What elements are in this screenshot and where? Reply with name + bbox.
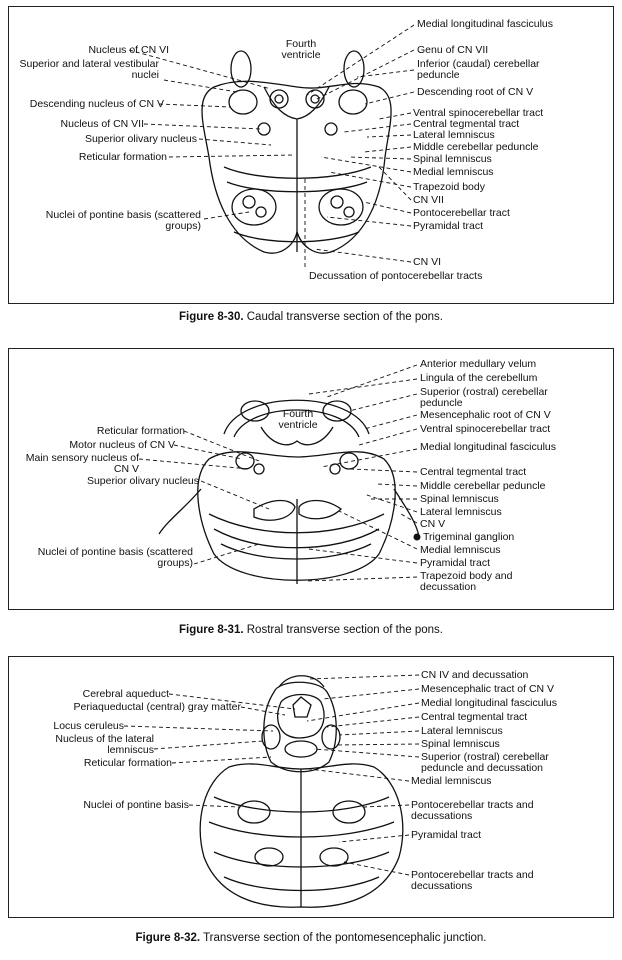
label-cn-v: CN V	[420, 518, 446, 530]
label-reticular-formation: Reticular formation	[78, 151, 167, 163]
figure-8-30-panel: Nucleus of CN VI Superior and lateral ve…	[8, 6, 614, 304]
label-locus-ceruleus: Locus ceruleus	[53, 720, 124, 732]
label-ventral-spinocerebellar-tract: Ventral spinocerebellar tract	[420, 423, 551, 435]
label-superior-olivary-nucleus: Superior olivary nucleus	[86, 475, 199, 487]
label-lateral-lemniscus: Lateral lemniscus	[413, 129, 495, 141]
label-cn-vii: CN VII	[413, 194, 444, 206]
figure-8-32-panel: Cerebral aqueduct Periaqueductal (centra…	[8, 656, 614, 918]
label-vestibular-nuclei: Superior and lateral vestibular nuclei	[19, 58, 160, 81]
label-trigeminal-ganglion: Trigeminal ganglion	[423, 531, 515, 543]
pons-outline	[201, 80, 392, 254]
label-spinal-lemniscus: Spinal lemniscus	[420, 493, 499, 505]
label-medial-longitudinal-fasciculus: Medial longitudinal fasciculus	[421, 697, 557, 709]
caption-text: Rostral transverse section of the pons.	[246, 624, 443, 636]
label-superior-cerebellar-peduncle: Superior (rostral) cerebellar peduncle	[420, 386, 548, 409]
label-central-tegmental-tract: Central tegmental tract	[420, 466, 527, 478]
label-medial-lemniscus: Medial lemniscus	[411, 775, 492, 787]
label-medial-longitudinal-fasciculus: Medial longitudinal fasciculus	[417, 18, 553, 30]
figure-8-31-panel: Reticular formation Motor nucleus of CN …	[8, 348, 614, 610]
label-nuclei-pontine-basis: Nuclei of pontine basis (scattered group…	[45, 209, 201, 232]
label-pyramidal-tract: Pyramidal tract	[420, 557, 491, 569]
figure-8-30-drawing	[128, 24, 415, 267]
pons-outline	[197, 451, 396, 581]
label-cerebral-aqueduct: Cerebral aqueduct	[82, 688, 169, 700]
label-ventral-spinocerebellar-tract: Ventral spinocerebellar tract	[413, 107, 544, 119]
label-anterior-medullary-velum: Anterior medullary velum	[420, 358, 537, 370]
caption-figure-8-32: Figure 8-32. Transverse section of the p…	[0, 932, 622, 944]
label-spinal-lemniscus: Spinal lemniscus	[413, 153, 492, 165]
caption-text: Transverse section of the pontomesenceph…	[203, 932, 487, 944]
label-lateral-lemniscus: Lateral lemniscus	[421, 725, 503, 737]
label-nucleus-cn-vi: Nucleus of CN VI	[88, 44, 169, 56]
label-cn-vi: CN VI	[413, 256, 442, 268]
label-trapezoid-body: Trapezoid body and decussation	[420, 570, 513, 593]
caption-figure-8-31: Figure 8-31. Rostral transverse section …	[0, 624, 622, 636]
label-pontocerebellar-tracts-lower: Pontocerebellar tracts and decussations	[411, 869, 534, 892]
label-medial-longitudinal-fasciculus: Medial longitudinal fasciculus	[420, 441, 556, 453]
label-lateral-lemniscus: Lateral lemniscus	[420, 506, 502, 518]
label-descending-root-cn-v: Descending root of CN V	[417, 86, 534, 98]
label-mesencephalic-root-cn-v: Mesencephalic root of CN V	[420, 409, 551, 421]
label-nuclei-pontine-basis: Nuclei of pontine basis (scattered group…	[37, 546, 193, 569]
label-spinal-lemniscus: Spinal lemniscus	[421, 738, 500, 750]
label-periaqueductal-gray: Periaqueductal (central) gray matter	[73, 701, 242, 713]
label-nucleus-lateral-lemniscus: Nucleus of the lateral lemniscus	[55, 733, 154, 756]
label-medial-lemniscus: Medial lemniscus	[420, 544, 501, 556]
caption-number: Figure 8-32.	[135, 932, 201, 944]
fourth-ventricle-shape	[260, 426, 334, 446]
label-middle-cerebellar-peduncle: Middle cerebellar peduncle	[413, 141, 539, 153]
label-reticular-formation: Reticular formation	[96, 425, 185, 437]
label-medial-lemniscus: Medial lemniscus	[413, 166, 494, 178]
label-lingula: Lingula of the cerebellum	[420, 372, 538, 384]
label-motor-nucleus-cn-v: Motor nucleus of CN V	[69, 439, 175, 451]
label-pyramidal-tract: Pyramidal tract	[413, 220, 484, 232]
caption-number: Figure 8-30.	[178, 311, 244, 323]
caption-number: Figure 8-31.	[178, 624, 244, 636]
label-fourth-ventricle: Fourth ventricle	[278, 408, 318, 431]
label-pontocerebellar-tract: Pontocerebellar tract	[413, 207, 510, 219]
trigeminal-ganglion-dot	[413, 533, 421, 541]
caption-figure-8-30: Figure 8-30. Caudal transverse section o…	[0, 311, 622, 323]
figure-8-32-drawing	[123, 674, 420, 908]
label-superior-olivary-nucleus: Superior olivary nucleus	[84, 133, 197, 145]
label-central-tegmental-tract: Central tegmental tract	[413, 118, 520, 130]
label-nucleus-cn-vii: Nucleus of CN VII	[60, 118, 144, 130]
label-reticular-formation: Reticular formation	[83, 757, 172, 769]
tegmentum-outline	[263, 681, 337, 773]
label-descending-nucleus-cn-v: Descending nucleus of CN V	[29, 98, 164, 110]
caption-text: Caudal transverse section of the pons.	[246, 311, 444, 323]
label-genu-cn-vii: Genu of CN VII	[417, 44, 489, 56]
label-nuclei-pontine-basis: Nuclei of pontine basis	[83, 799, 189, 811]
label-pontocerebellar-tracts-upper: Pontocerebellar tracts and decussations	[411, 799, 534, 822]
label-main-sensory-nucleus-cn-v: Main sensory nucleus of CN V	[25, 452, 139, 475]
pons-outline	[199, 763, 404, 908]
label-cn-iv-decussation: CN IV and decussation	[421, 669, 529, 681]
label-trapezoid-body: Trapezoid body	[413, 181, 485, 193]
label-fourth-ventricle: Fourth ventricle	[281, 38, 321, 61]
label-decussation-pontocerebellar: Decussation of pontocerebellar tracts	[309, 270, 483, 282]
label-inferior-cerebellar-peduncle: Inferior (caudal) cerebellar peduncle	[417, 58, 540, 81]
figure-8-31-drawing	[138, 364, 421, 584]
label-pyramidal-tract: Pyramidal tract	[411, 829, 482, 841]
label-central-tegmental-tract: Central tegmental tract	[421, 711, 528, 723]
label-middle-cerebellar-peduncle: Middle cerebellar peduncle	[420, 480, 546, 492]
label-mesencephalic-tract-cn-v: Mesencephalic tract of CN V	[421, 683, 555, 695]
cerebral-aqueduct-shape	[292, 696, 312, 718]
label-superior-cerebellar-peduncle: Superior (rostral) cerebellar peduncle a…	[421, 751, 549, 774]
